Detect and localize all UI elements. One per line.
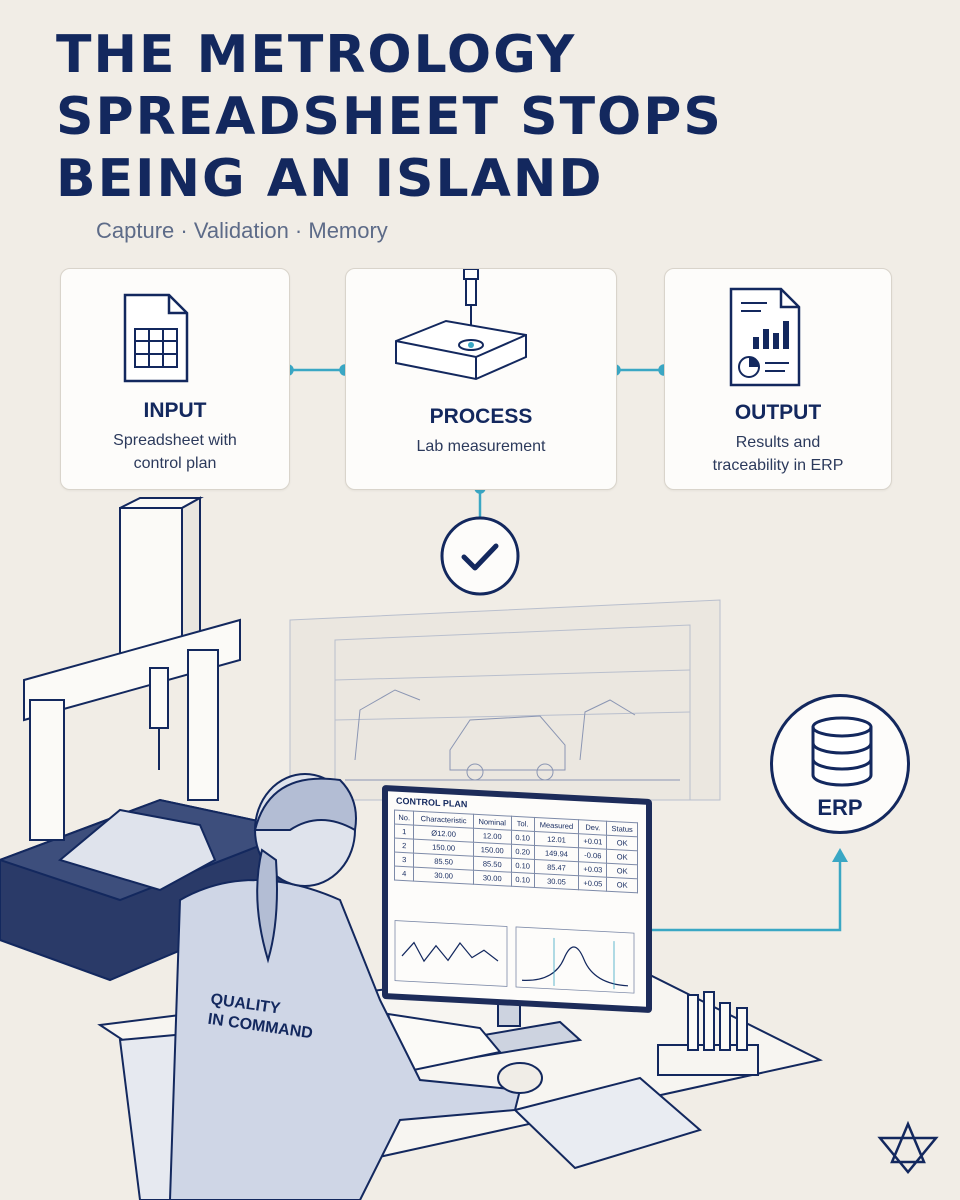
process-card: PROCESS Lab measurement: [345, 268, 617, 490]
flower-logo-icon: [877, 1120, 939, 1174]
checkmark-circle-icon: [440, 516, 520, 596]
title-line: THE METROLOGY: [56, 25, 577, 85]
table-cell: 30.00: [473, 870, 512, 887]
table-cell: 0.10: [511, 830, 535, 846]
title-line: BEING AN ISLAND: [56, 149, 604, 209]
page-subtitle: Capture · Validation · Memory: [96, 218, 388, 243]
table-cell: 30.00: [413, 867, 474, 885]
erp-label: ERP: [817, 795, 863, 820]
table-cell: 0.20: [511, 844, 535, 860]
page-title: THE METROLOGY SPREADSHEET STOPS BEING AN…: [56, 24, 723, 210]
output-description: Results and traceability in ERP: [675, 431, 881, 477]
desc-line: Results and: [735, 434, 821, 451]
table-cell: 1: [394, 824, 414, 840]
process-description: Lab measurement: [356, 435, 606, 458]
cmm-machine: [0, 496, 304, 982]
desc-line: Spreadsheet with: [113, 432, 237, 449]
table-cell: 3: [394, 852, 414, 868]
database-icon: [811, 716, 873, 787]
spreadsheet-icon: [123, 293, 189, 383]
column-header: No.: [394, 810, 414, 826]
control-plan-title: CONTROL PLAN: [396, 795, 468, 810]
erp-node: ERP: [770, 694, 910, 834]
desc-line: traceability in ERP: [712, 457, 844, 474]
table-cell: 4: [394, 866, 414, 882]
report-chart-icon: [729, 287, 801, 387]
table-cell: +0.05: [578, 875, 607, 892]
table-cell: 0.10: [511, 858, 535, 874]
process-heading: PROCESS: [429, 405, 533, 428]
table-cell: OK: [606, 877, 638, 893]
table-cell: 30.05: [534, 873, 579, 890]
table-cell: +0.03: [578, 861, 607, 878]
table-cell: 2: [394, 838, 414, 854]
table-cell: +0.01: [578, 833, 607, 850]
desc-line: control plan: [133, 455, 217, 472]
table-cell: 0.10: [511, 872, 535, 888]
probe-part-icon: [395, 269, 527, 381]
output-card: OUTPUT Results and traceability in ERP: [664, 268, 892, 490]
input-card: INPUT Spreadsheet with control plan: [60, 268, 290, 490]
output-heading: OUTPUT: [734, 401, 822, 424]
screen-charts: [394, 920, 635, 994]
title-line: SPREADSHEET STOPS: [56, 87, 723, 147]
operator: [118, 773, 543, 1200]
table-cell: -0.06: [578, 847, 607, 864]
column-header: Dev.: [578, 819, 607, 836]
input-heading: INPUT: [143, 399, 207, 422]
control-plan-table: No. Characteristic Nominal Tol. Measured…: [394, 810, 638, 894]
column-header: Tol.: [511, 816, 535, 832]
factory-window: [289, 599, 721, 801]
desc-line: Lab measurement: [416, 438, 546, 455]
monitor-screen: CONTROL PLAN No. Characteristic Nominal …: [382, 784, 652, 1014]
input-description: Spreadsheet with control plan: [71, 429, 279, 475]
